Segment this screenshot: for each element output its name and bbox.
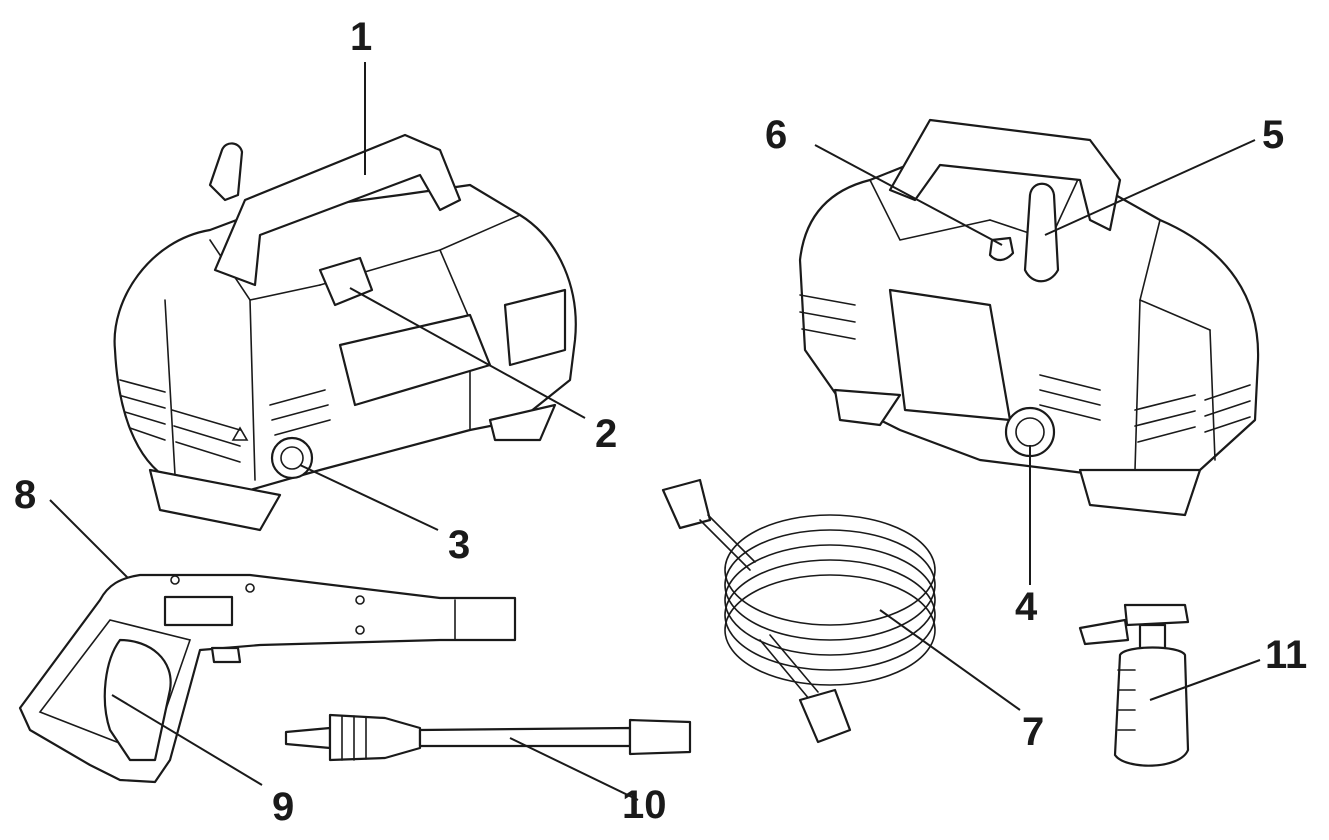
leader-7 (879, 609, 1021, 711)
callout-2: 2 (595, 412, 617, 456)
callout-4: 4 (1015, 585, 1038, 629)
adjustable-nozzle (328, 713, 422, 762)
bottle-body (1113, 646, 1190, 767)
washer-unit-front-view (113, 133, 577, 532)
spray-lance (284, 713, 692, 762)
lance-tube (418, 726, 632, 748)
nozzle-holder (1023, 182, 1060, 283)
rear-right-foot (1078, 468, 1202, 517)
leader-11 (1149, 659, 1261, 701)
lance-connector (628, 718, 692, 756)
gun-grip-window (163, 595, 234, 627)
leader-2 (349, 287, 586, 419)
callout-9: 9 (272, 785, 294, 829)
callout-5: 5 (1262, 113, 1284, 157)
gun-swivel-fitting (210, 646, 242, 664)
callout-8: 8 (14, 473, 36, 517)
rear-left-foot (833, 388, 902, 427)
side-grille-panel (503, 288, 567, 367)
callout-1: 1 (350, 15, 372, 59)
rear-carry-handle (888, 118, 1122, 232)
hose-end-fitting-top (661, 478, 712, 530)
high-pressure-outlet (270, 436, 314, 480)
detergent-cap (988, 236, 1015, 262)
leader-6 (814, 144, 1003, 246)
callout-labels: 1 2 3 4 5 6 7 8 9 10 11 (14, 15, 1307, 829)
leader-9 (111, 694, 263, 786)
trigger (103, 638, 172, 762)
front-right-foot (488, 403, 557, 442)
leader-3 (299, 464, 439, 531)
callout-6: 6 (765, 113, 787, 157)
callout-7: 7 (1022, 710, 1044, 754)
trigger-gun (18, 573, 517, 784)
side-vent (119, 379, 241, 463)
leader-lines (49, 62, 1261, 801)
high-pressure-hose (661, 478, 936, 744)
carry-handle (213, 133, 462, 287)
leader-10 (509, 737, 639, 801)
callout-10: 10 (622, 783, 667, 827)
callout-3: 3 (448, 523, 470, 567)
washer-unit-rear-view (798, 118, 1260, 517)
lance-holder-post (208, 142, 244, 202)
leader-8 (49, 499, 129, 579)
front-left-foot (148, 468, 282, 532)
detergent-bottle (1078, 603, 1190, 767)
callout-11: 11 (1265, 633, 1307, 677)
leader-5 (1044, 139, 1256, 236)
hose-end-fitting-bottom (798, 688, 852, 744)
